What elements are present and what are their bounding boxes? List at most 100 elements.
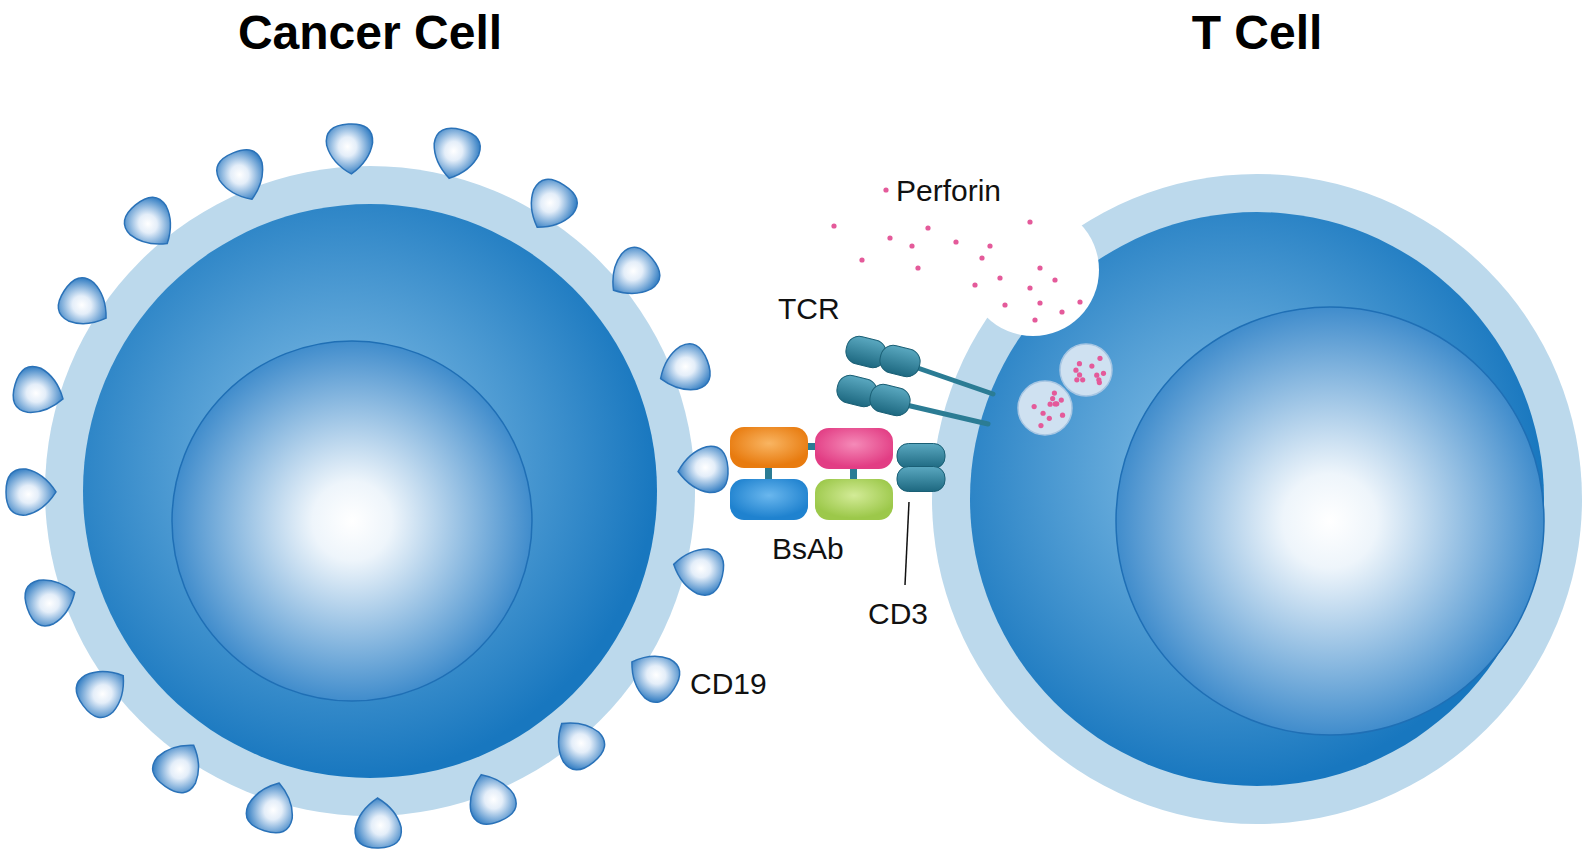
perforin-dot (1059, 397, 1064, 402)
perforin-dot (1053, 401, 1058, 406)
cell-membrane (932, 174, 1582, 824)
perforin-dot (1077, 299, 1082, 304)
cd19-receptor (677, 445, 730, 494)
perforin-dot (1077, 372, 1082, 377)
perforin-dot (1027, 219, 1032, 224)
perforin-dot (1073, 368, 1078, 373)
perforin-dot (1060, 413, 1065, 418)
cd19-receptor (146, 732, 213, 799)
bsab-domain (815, 428, 893, 469)
cd19-receptor (69, 657, 137, 724)
perforin-dot (1002, 302, 1007, 307)
perforin-dot (925, 225, 930, 230)
cancer-cell: Cancer Cell (45, 166, 695, 816)
perforin-dot (1101, 371, 1106, 376)
cd19-receptor (212, 144, 274, 208)
bsab-label: BsAb (772, 532, 844, 566)
bsab-linker (850, 466, 857, 481)
perforin-dot (1032, 404, 1037, 409)
cd19-receptor (427, 124, 484, 184)
cd3-domain (897, 467, 945, 492)
tcr-stalk (902, 404, 988, 424)
perforin-dot (987, 243, 992, 248)
perforin-dot (1052, 390, 1057, 395)
cd19-receptor (52, 271, 119, 337)
cell-outline (932, 174, 1582, 824)
cell-membrane (45, 166, 695, 816)
exocytosis-notch (967, 204, 1099, 336)
perforin-dot (1050, 396, 1055, 401)
perforin-dot (883, 187, 888, 192)
cd19-receptor (242, 776, 301, 837)
cd19-receptor (20, 570, 82, 630)
cd19-receptor (354, 797, 401, 848)
perforin-dot (1059, 309, 1064, 314)
perforin-dot (1047, 416, 1052, 421)
tcr-domain (867, 382, 913, 419)
cd19-receptor (325, 123, 374, 176)
perforin-dot (1038, 423, 1043, 428)
perforin-dot (887, 235, 892, 240)
perforin-dot (1027, 285, 1032, 290)
cell-heading: T Cell (932, 5, 1582, 60)
tcr-domain (843, 334, 889, 371)
cd19-receptor (460, 766, 521, 829)
perforin-dot (859, 257, 864, 262)
granule-vesicle (1018, 381, 1072, 435)
cd19-receptor (599, 241, 667, 309)
tcr-domain (834, 373, 880, 410)
perforin-dot (909, 243, 914, 248)
perforin-dot (953, 239, 958, 244)
tcr-label: TCR (778, 292, 840, 326)
cd3-domain (897, 444, 945, 469)
nucleus (1116, 307, 1544, 735)
perforin-dot (1048, 402, 1053, 407)
perforin-dot (831, 223, 836, 228)
cd19-receptor (8, 362, 69, 421)
tcr-domain (877, 343, 923, 380)
perforin-dot (997, 275, 1002, 280)
cytoplasm (83, 204, 657, 778)
bsab-domain (815, 479, 893, 520)
perforin-dot (979, 255, 984, 260)
granule-vesicle (1060, 344, 1112, 396)
perforin-dot (1052, 277, 1057, 282)
bsab-domain (730, 427, 808, 468)
perforin-dot (1097, 380, 1102, 385)
perforin-dot (1080, 377, 1085, 382)
t-cell: T Cell (932, 174, 1582, 824)
bsab-domain (730, 479, 808, 520)
perforin-dot (1096, 377, 1101, 382)
tcr-stalk (912, 366, 993, 394)
leader-line (905, 502, 909, 585)
nucleus (172, 341, 532, 701)
perforin-dot (1074, 377, 1079, 382)
perforin-dot (1032, 317, 1037, 322)
cell-outline (45, 166, 695, 816)
cd19-receptor (668, 542, 727, 599)
cd19-receptor (518, 173, 584, 240)
bsab-linker (806, 443, 818, 450)
perforin-dot (1040, 411, 1045, 416)
perforin-dot (1077, 361, 1082, 366)
perforin-dot (972, 282, 977, 287)
perforin-dot (1037, 300, 1042, 305)
cd3-label: CD3 (868, 597, 928, 631)
perforin-dot (1097, 356, 1102, 361)
perforin-dot (1054, 401, 1059, 406)
perforin-dot (1037, 265, 1042, 270)
perforin-dot (1089, 363, 1094, 368)
cd19-label: CD19 (690, 667, 767, 701)
perforin-dot (1094, 373, 1099, 378)
cd19-receptor (118, 190, 186, 258)
cd19-receptor (544, 709, 612, 777)
cd19-receptor (619, 642, 686, 708)
cd19-receptor (652, 339, 715, 400)
perforin-label: Perforin (896, 174, 1001, 208)
cell-heading: Cancer Cell (45, 5, 695, 60)
cd19-receptor (6, 469, 56, 515)
perforin-dot (915, 265, 920, 270)
bsab-linker (765, 466, 772, 481)
